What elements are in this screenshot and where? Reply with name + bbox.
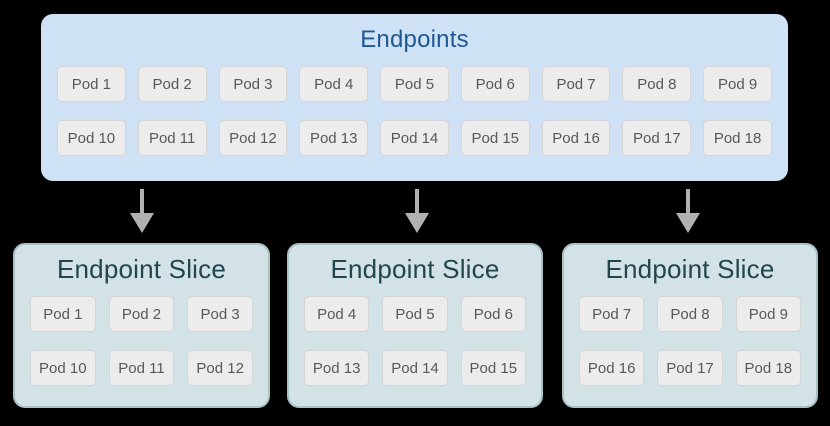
pod-box: Pod 2 — [137, 66, 207, 102]
pod-box: Pod 11 — [137, 120, 207, 156]
pod-box: Pod 4 — [304, 296, 370, 332]
pod-box: Pod 5 — [382, 296, 448, 332]
arrow-head — [405, 213, 429, 233]
pod-box: Pod 2 — [108, 296, 175, 332]
arrow-stem — [415, 189, 419, 213]
pod-box: Pod 17 — [622, 120, 692, 156]
arrow-head — [130, 213, 154, 233]
pod-box: Pod 8 — [622, 66, 692, 102]
pod-box: Pod 6 — [460, 296, 526, 332]
pod-box: Pod 13 — [304, 350, 370, 386]
down-arrow-icon-2 — [405, 189, 429, 233]
pod-box: Pod 15 — [460, 350, 526, 386]
down-arrow-icon-3 — [676, 189, 700, 233]
pod-box: Pod 3 — [187, 296, 253, 332]
arrow-stem — [686, 189, 690, 213]
pod-box: Pod 6 — [460, 66, 530, 102]
pod-box: Pod 9 — [703, 66, 772, 102]
arrow-head — [676, 213, 700, 233]
down-arrow-icon-1 — [130, 189, 154, 233]
endpoint-slice-title: Endpoint Slice — [605, 254, 775, 284]
slice-pod-grid: Pod 7 Pod 8 Pod 9 Pod 16 Pod 17 Pod 18 — [564, 284, 816, 386]
endpoint-slice-title: Endpoint Slice — [330, 254, 500, 284]
pod-box: Pod 12 — [218, 120, 288, 156]
pod-box: Pod 10 — [30, 350, 96, 386]
pod-box: Pod 5 — [380, 66, 449, 102]
endpoints-pod-grid: Pod 1 Pod 2 Pod 3 Pod 4 Pod 5 Pod 6 Pod 7 Pod 8… — [41, 53, 788, 156]
endpoints-box: Endpoints Pod 1 Pod 2 Pod 3 Pod 4 Pod 5 Pod 6… — [41, 14, 788, 181]
pod-box: Pod 16 — [541, 120, 611, 156]
slice-pod-grid: Pod 4 Pod 5 Pod 6 Pod 13 Pod 14 Pod 15 — [289, 284, 541, 386]
arrow-stem — [140, 189, 144, 213]
pod-box: Pod 9 — [735, 296, 801, 332]
pod-box: Pod 17 — [657, 350, 723, 386]
pod-box: Pod 1 — [30, 296, 96, 332]
pod-box: Pod 12 — [187, 350, 253, 386]
pod-box: Pod 4 — [299, 66, 369, 102]
pod-box: Pod 13 — [299, 120, 369, 156]
pod-box: Pod 18 — [703, 120, 772, 156]
pod-box: Pod 14 — [382, 350, 448, 386]
pod-box: Pod 11 — [108, 350, 175, 386]
pod-box: Pod 16 — [579, 350, 645, 386]
pod-box: Pod 10 — [57, 120, 126, 156]
pod-box: Pod 14 — [380, 120, 449, 156]
pod-box: Pod 7 — [579, 296, 645, 332]
pod-box: Pod 15 — [460, 120, 530, 156]
pod-box: Pod 8 — [657, 296, 723, 332]
pod-box: Pod 7 — [541, 66, 611, 102]
slice-pod-grid: Pod 1 Pod 2 Pod 3 Pod 10 Pod 11 Pod 12 — [15, 284, 268, 386]
pod-box: Pod 18 — [735, 350, 801, 386]
endpoints-title: Endpoints — [360, 26, 469, 53]
pod-box: Pod 3 — [218, 66, 288, 102]
endpoint-slice-title: Endpoint Slice — [56, 254, 227, 284]
pod-box: Pod 1 — [57, 66, 126, 102]
